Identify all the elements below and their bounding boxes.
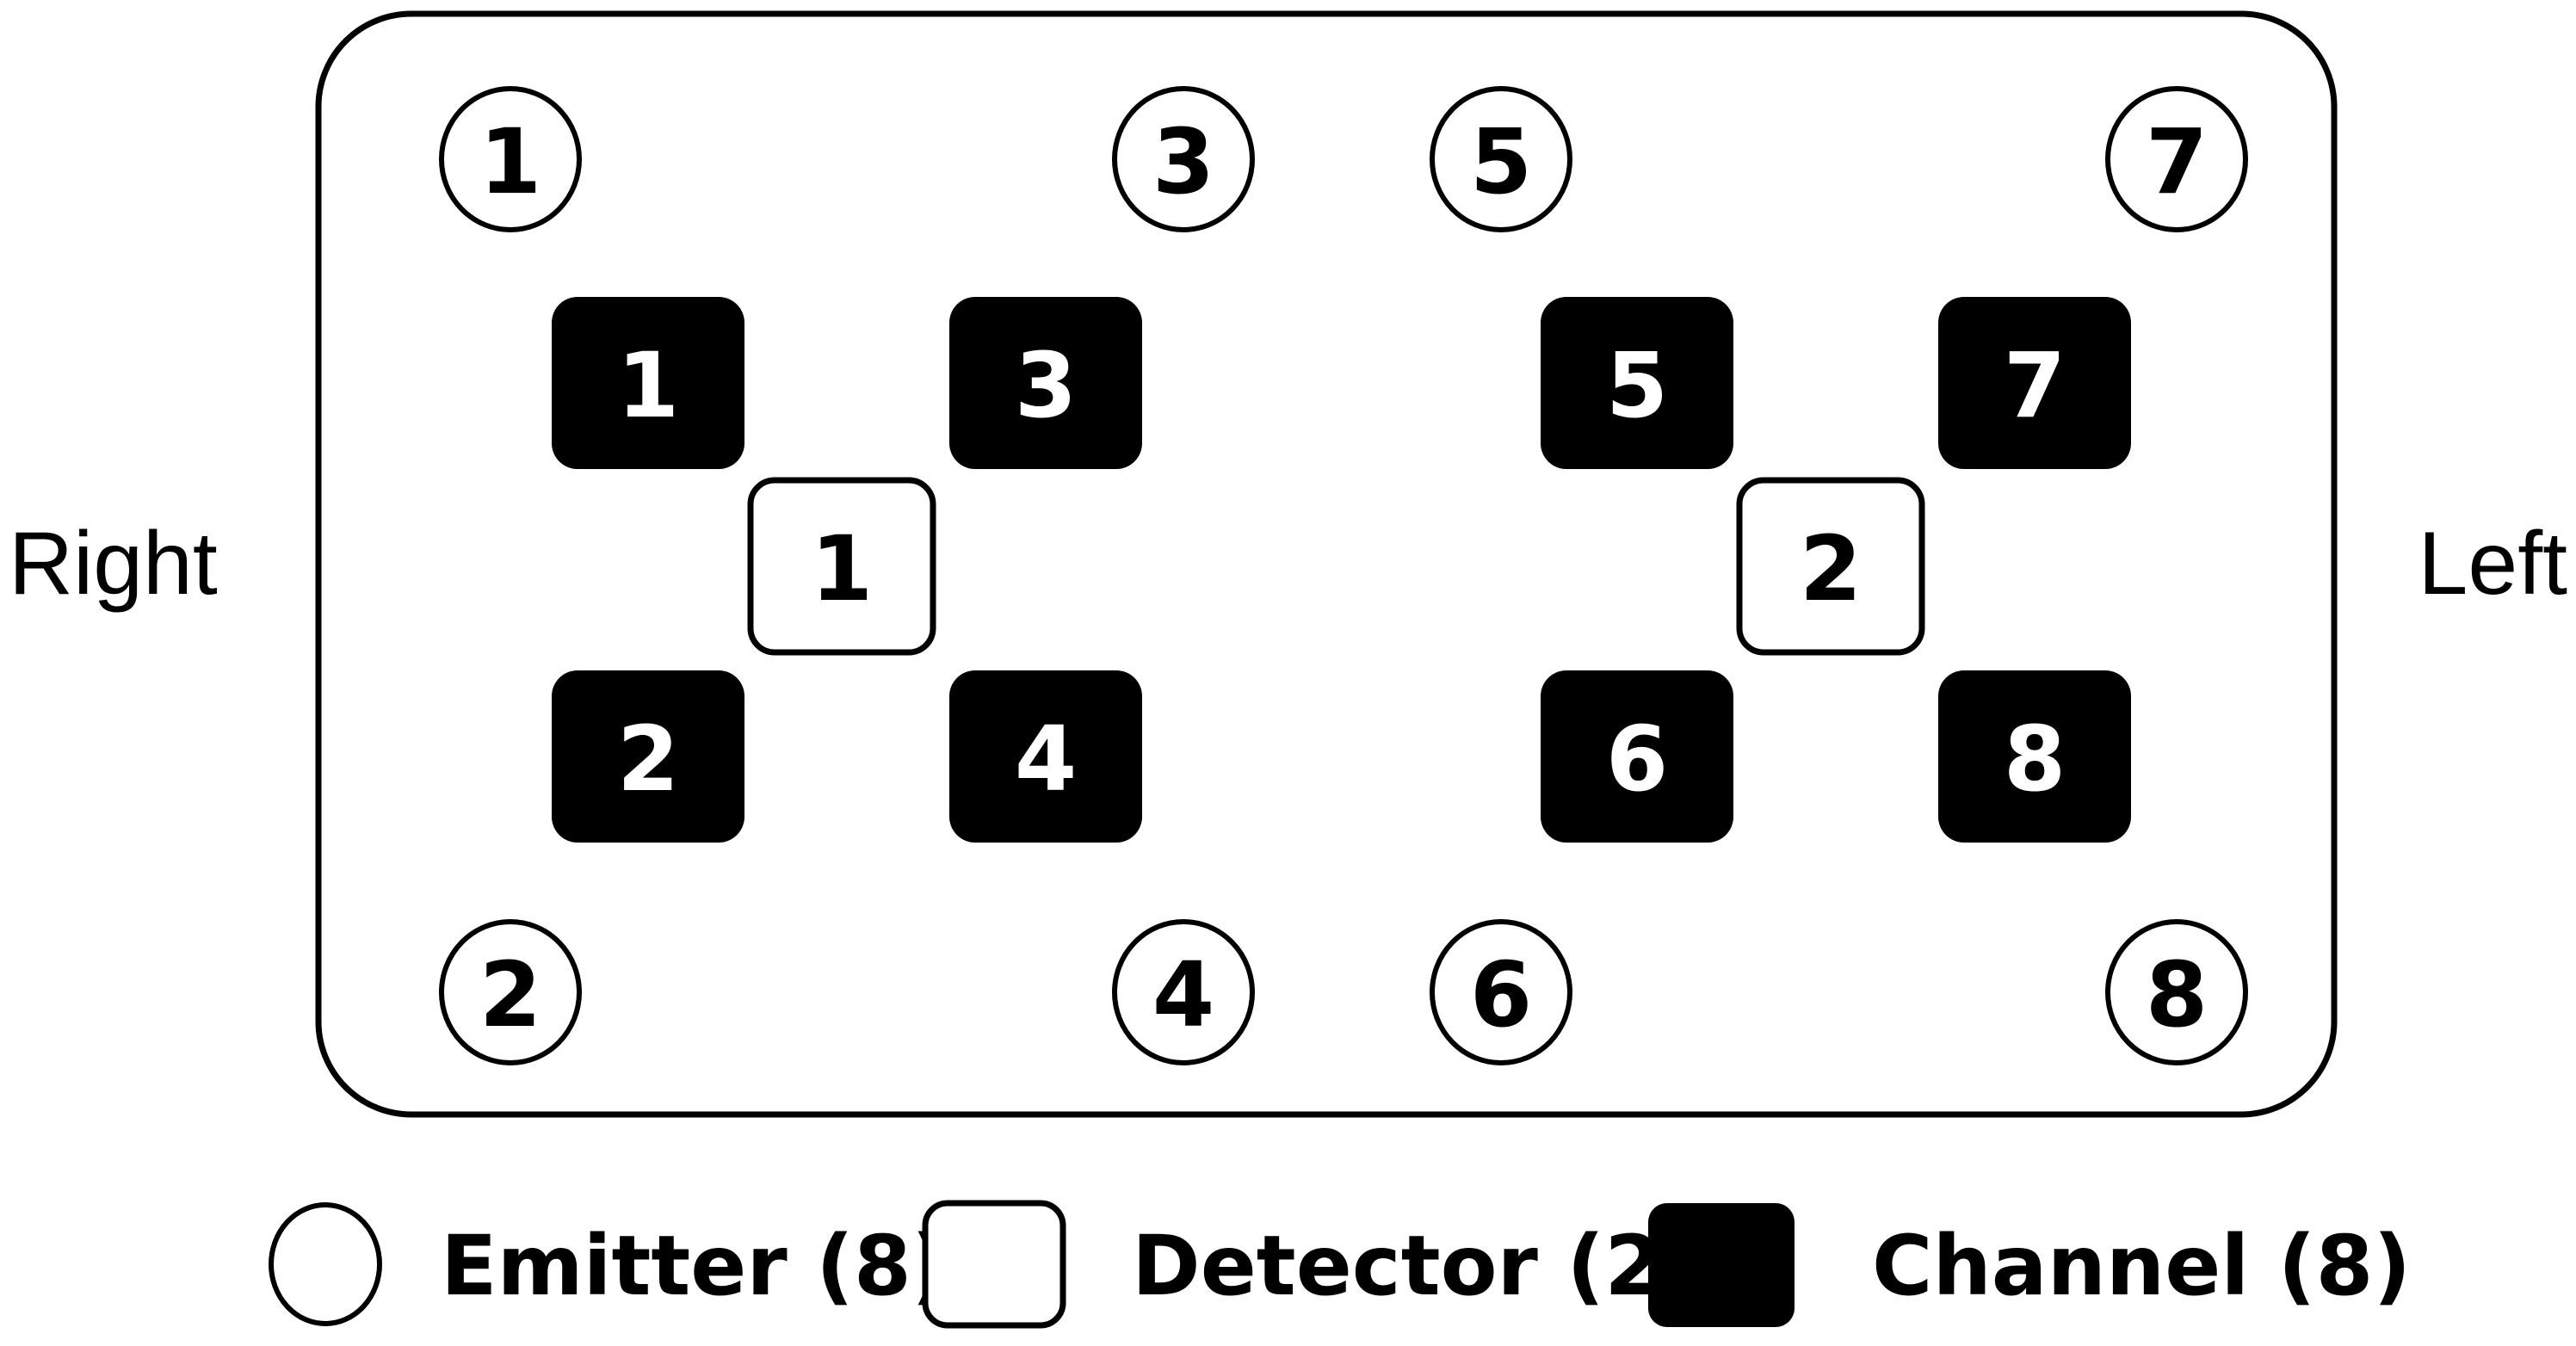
emitter-node[interactable]: 6: [1430, 919, 1572, 1065]
channel-node[interactable]: 3: [949, 297, 1142, 469]
emitter-6-label: 6: [1470, 942, 1532, 1047]
legend-detector-label: Detector (2): [1132, 1218, 1700, 1314]
emitter-5-shape: [1430, 86, 1572, 232]
channel-node[interactable]: 5: [1541, 297, 1733, 469]
channel-8-shape: [1938, 670, 2131, 843]
emitter-8-label: 8: [2146, 942, 2208, 1047]
channel-node[interactable]: 6: [1541, 670, 1733, 843]
channel-1-label: 1: [617, 333, 679, 438]
channel-4-shape: [949, 670, 1142, 843]
channel-node[interactable]: 2: [552, 670, 744, 843]
channel-7-shape: [1938, 297, 2131, 469]
emitter-node[interactable]: 4: [1112, 919, 1255, 1065]
legend-emitter[interactable]: Emitter (8): [269, 1202, 949, 1326]
channel-6-shape: [1541, 670, 1733, 843]
channel-2-shape: [552, 670, 744, 843]
legend: Emitter (8) Detector (2) Channel (8): [269, 1200, 2411, 1329]
emitter-7-shape: [2105, 86, 2248, 232]
emitter-node[interactable]: 8: [2105, 919, 2248, 1065]
emitter-8-shape: [2105, 919, 2248, 1065]
emitter-node[interactable]: 7: [2105, 86, 2248, 232]
channel-1-shape: [552, 297, 744, 469]
side-label-left: Left: [2418, 514, 2568, 614]
channel-3-label: 3: [1015, 333, 1077, 438]
channel-node[interactable]: 8: [1938, 670, 2131, 843]
detector-2-label: 2: [1800, 516, 1862, 621]
channel-2-label: 2: [617, 707, 679, 812]
legend-channel[interactable]: Channel (8): [1648, 1203, 2411, 1327]
detector-node[interactable]: 1: [747, 477, 936, 656]
emitter-1-shape: [439, 86, 582, 232]
channels-layer: 1 3 5 7 2 4 6 8: [552, 297, 2131, 843]
detector-1-label: 1: [811, 516, 873, 621]
channel-7-label: 7: [2004, 333, 2066, 438]
emitter-node[interactable]: 3: [1112, 86, 1255, 232]
channel-6-label: 6: [1606, 707, 1668, 812]
emitter-6-shape: [1430, 919, 1572, 1065]
emitter-node[interactable]: 1: [439, 86, 582, 232]
probe-panel-outline: [315, 10, 2338, 1118]
legend-detector[interactable]: Detector (2): [922, 1200, 1700, 1329]
emitters-layer: 1 3 5 7 2 4 6 8: [439, 86, 2248, 1065]
emitter-node[interactable]: 5: [1430, 86, 1572, 232]
channel-5-label: 5: [1606, 333, 1668, 438]
channel-5-shape: [1541, 297, 1733, 469]
channel-node[interactable]: 1: [552, 297, 744, 469]
emitter-5-label: 5: [1470, 109, 1532, 214]
detector-swatch-icon: [922, 1200, 1066, 1329]
channel-swatch-icon: [1648, 1203, 1795, 1327]
legend-channel-label: Channel (8): [1872, 1218, 2411, 1314]
emitter-3-shape: [1112, 86, 1255, 232]
side-label-right: Right: [9, 514, 218, 614]
emitter-4-shape: [1112, 919, 1255, 1065]
emitter-2-label: 2: [479, 942, 541, 1047]
legend-emitter-label: Emitter (8): [441, 1218, 949, 1314]
channel-3-shape: [949, 297, 1142, 469]
channel-node[interactable]: 4: [949, 670, 1142, 843]
emitter-node[interactable]: 2: [439, 919, 582, 1065]
emitter-2-shape: [439, 919, 582, 1065]
channel-4-label: 4: [1015, 707, 1077, 812]
detector-1-shape: [747, 477, 936, 656]
channel-node[interactable]: 7: [1938, 297, 2131, 469]
channel-8-label: 8: [2004, 707, 2066, 812]
emitter-swatch-icon: [269, 1202, 382, 1326]
emitter-3-label: 3: [1152, 109, 1214, 214]
emitter-1-label: 1: [479, 109, 541, 214]
emitter-7-label: 7: [2146, 109, 2208, 214]
detector-node[interactable]: 2: [1736, 477, 1925, 656]
detector-2-shape: [1736, 477, 1925, 656]
emitter-4-label: 4: [1152, 942, 1214, 1047]
